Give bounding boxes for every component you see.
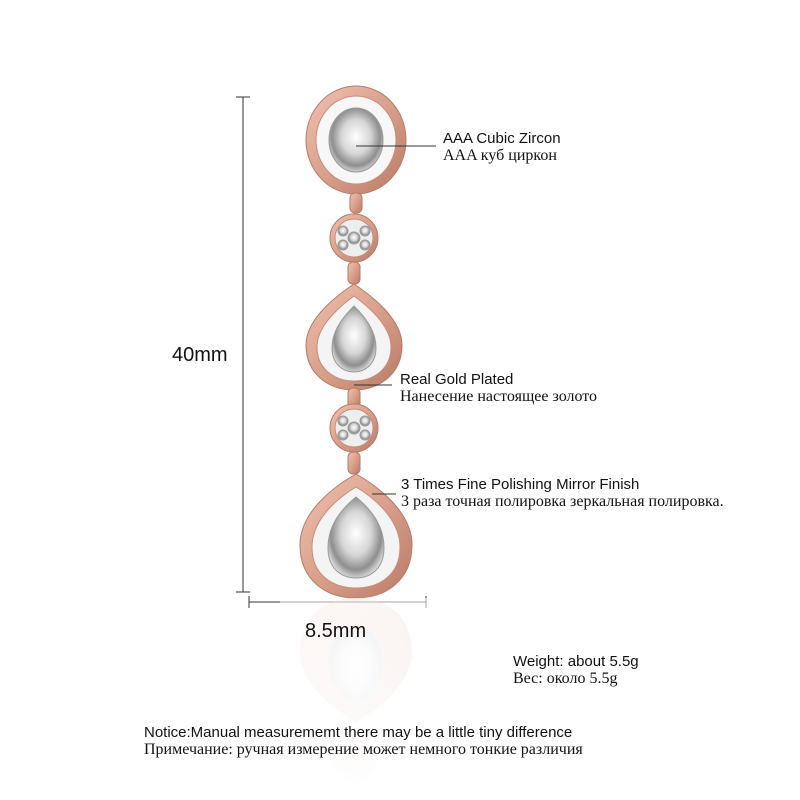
flower-link-1 bbox=[329, 213, 379, 263]
earring bbox=[299, 85, 413, 599]
notice: Notice:Manual measurememt there may be a… bbox=[144, 724, 583, 759]
weight-ru: Вес: около 5.5g bbox=[513, 670, 618, 687]
height-dimension-line bbox=[236, 96, 250, 593]
flower-link-2 bbox=[329, 403, 379, 453]
height-label: 40mm bbox=[172, 344, 228, 366]
callout-zircon: AAA Cubic Zircon AAA куб циркон bbox=[443, 130, 561, 165]
callout-zircon-en: AAA Cubic Zircon bbox=[443, 130, 561, 147]
callout-polishing: 3 Times Fine Polishing Mirror Finish 3 р… bbox=[401, 476, 724, 511]
notice-ru: Примечание: ручная измерение может немно… bbox=[144, 741, 583, 758]
callout-gold-plated: Real Gold Plated Нанесение настоящее зол… bbox=[400, 371, 597, 406]
callout-gold-plated-en: Real Gold Plated bbox=[400, 371, 514, 388]
callout-lines bbox=[354, 145, 436, 495]
callout-gold-plated-ru: Нанесение настоящее золото bbox=[400, 388, 598, 405]
weight-en: Weight: about 5.5g bbox=[513, 653, 639, 670]
weight-info: Weight: about 5.5g Вес: около 5.5g bbox=[513, 653, 639, 688]
callout-polishing-ru: 3 раза точная полировка зеркальная полир… bbox=[401, 493, 724, 510]
callout-zircon-ru: AAA куб циркон bbox=[443, 147, 557, 164]
width-label: 8.5mm bbox=[305, 620, 367, 642]
notice-en: Notice:Manual measurememt there may be a… bbox=[144, 724, 573, 741]
callout-polishing-en: 3 Times Fine Polishing Mirror Finish bbox=[401, 476, 640, 493]
